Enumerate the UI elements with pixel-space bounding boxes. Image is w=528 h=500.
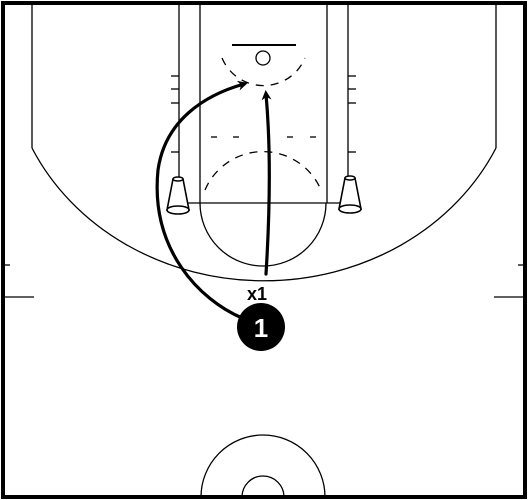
offense-player-1: 1	[237, 303, 285, 351]
rim	[255, 50, 271, 66]
cone-right	[338, 175, 362, 214]
center-circle	[200, 434, 326, 498]
restricted-area-arc	[221, 57, 306, 87]
cone-left	[166, 176, 190, 215]
free-throw-circle-bottom	[199, 202, 327, 267]
defender-label: x1	[247, 284, 267, 304]
lane-hash-marks	[171, 75, 356, 153]
offense-player-label: 1	[254, 313, 268, 343]
sideline-hash-marks	[3, 264, 525, 298]
free-throw-circle-top-dashed	[204, 151, 322, 191]
three-point-line	[31, 3, 497, 282]
lane	[178, 3, 349, 204]
defense-path-arrow	[261, 90, 272, 276]
offense-cut-arrow	[155, 80, 248, 320]
